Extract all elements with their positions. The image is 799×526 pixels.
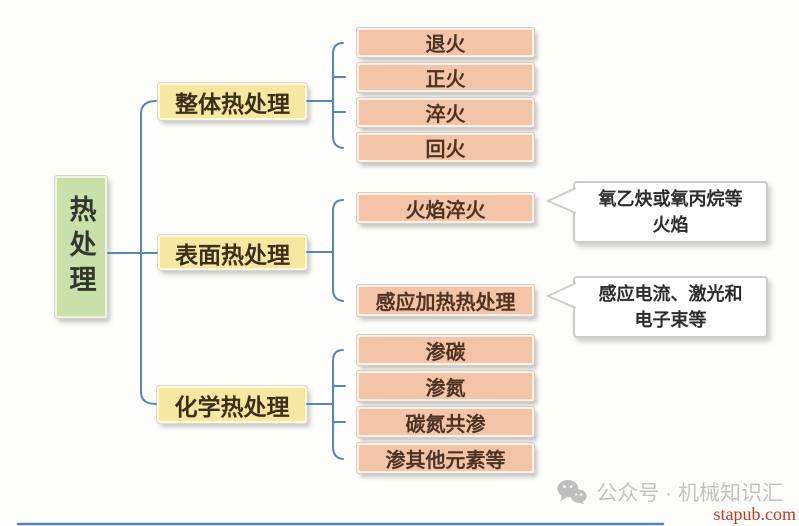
callout-note-flame-line1: 氧乙炔或氧丙烷等 — [598, 188, 743, 209]
callout-tail-induction — [545, 282, 577, 309]
connector-bracket2 — [332, 199, 344, 302]
watermark-account-label: 公众号 · 机械知识汇 — [596, 482, 783, 505]
root-node-heat-treatment: 热处理 — [55, 176, 107, 318]
connector-trunk — [140, 100, 157, 405]
callout-note-flame: 氧乙炔或氧丙烷等 火焰 — [573, 181, 768, 243]
leaf-node-carburizing: 渗碳 — [357, 335, 534, 365]
connector-bracket3 — [332, 349, 344, 460]
leaf-node-nitriding: 渗氮 — [357, 371, 534, 401]
watermark: 公众号 · 机械知识汇 — [557, 477, 783, 507]
callout-note-flame-line2: 火焰 — [652, 215, 689, 235]
callout-note-induction-line2: 电子束等 — [634, 310, 707, 330]
callout-note-induction: 感应电流、激光和 电子束等 — [573, 276, 768, 338]
leaf-node-annealing: 退火 — [357, 28, 534, 57]
callout-note-induction-line1: 感应电流、激光和 — [598, 283, 743, 304]
leaf-node-normalizing: 正火 — [357, 63, 534, 92]
branch-node-overall: 整体热处理 — [158, 83, 307, 120]
watermark-site-label: stapub.com — [713, 504, 797, 524]
callout-tail-flame — [545, 187, 577, 214]
leaf-node-quenching: 淬火 — [357, 98, 534, 127]
leaf-node-tempering: 回火 — [357, 133, 534, 162]
connector-bracket1 — [332, 42, 344, 149]
leaf-node-other-elements: 渗其他元素等 — [357, 443, 534, 473]
branch-node-chemical: 化学热处理 — [157, 386, 307, 423]
leaf-node-flame-quenching: 火焰淬火 — [357, 193, 534, 223]
leaf-node-carbonitriding: 碳氮共渗 — [357, 407, 534, 437]
wechat-icon — [557, 479, 587, 505]
branch-node-surface: 表面热处理 — [158, 235, 307, 270]
leaf-node-induction-heating: 感应加热热处理 — [357, 285, 534, 316]
